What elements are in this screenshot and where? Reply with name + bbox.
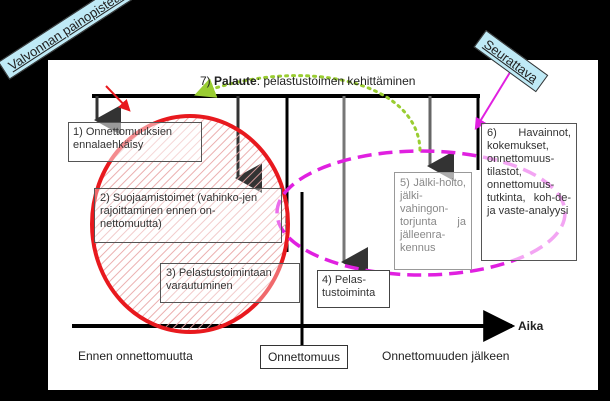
feedback-title: Palaute xyxy=(214,74,257,88)
box-4-label: 4) Pelas-tustoiminta xyxy=(322,274,376,299)
box-1-prevention: 1) Onnettomuuksien ennalaehkäisy xyxy=(68,122,202,162)
box-4-rescue: 4) Pelas-tustoiminta xyxy=(317,270,390,308)
focus-tag-pointer xyxy=(105,85,131,112)
feedback-number: 7) xyxy=(200,74,211,88)
box-2-protection: 2) Suojaamistoimet (vahinko-jen rajoitta… xyxy=(94,188,282,243)
box-2-label: 2) Suojaamistoimet (vahinko-jen rajoitta… xyxy=(100,192,258,230)
box-3-label: 3) Pelastustoimintaan varautuminen xyxy=(166,267,272,292)
box-5-recovery: 5) Jälki-hoito, jälki-vahingon-torjunta … xyxy=(394,172,472,270)
feedback-description: : pelastustoimen kehittäminen xyxy=(256,74,416,88)
axis-label-after: Onnettomuuden jälkeen xyxy=(382,349,510,363)
axis-label-before: Ennen onnettomuutta xyxy=(78,349,193,363)
box-3-preparedness: 3) Pelastustoimintaan varautuminen xyxy=(160,263,300,303)
feedback-label: 7) Palaute: pelastustoimen kehittäminen xyxy=(200,74,415,88)
box-5-label: 5) Jälki-hoito, jälki-vahingon-torjunta … xyxy=(400,177,466,254)
box-6-observations: 6) Havainnot, kokemukset, onnettomuus-ti… xyxy=(481,123,577,261)
event-box: Onnettomuus xyxy=(260,345,348,369)
axis-label-time: Aika xyxy=(518,319,544,333)
box-1-label: 1) Onnettomuuksien ennalaehkäisy xyxy=(73,126,173,151)
focus-area-circle xyxy=(90,114,290,334)
box-6-label: 6) Havainnot, kokemukset, onnettomuus-ti… xyxy=(487,127,571,217)
feedback-loop-arrow xyxy=(194,74,422,152)
event-label: Onnettomuus xyxy=(267,350,341,364)
